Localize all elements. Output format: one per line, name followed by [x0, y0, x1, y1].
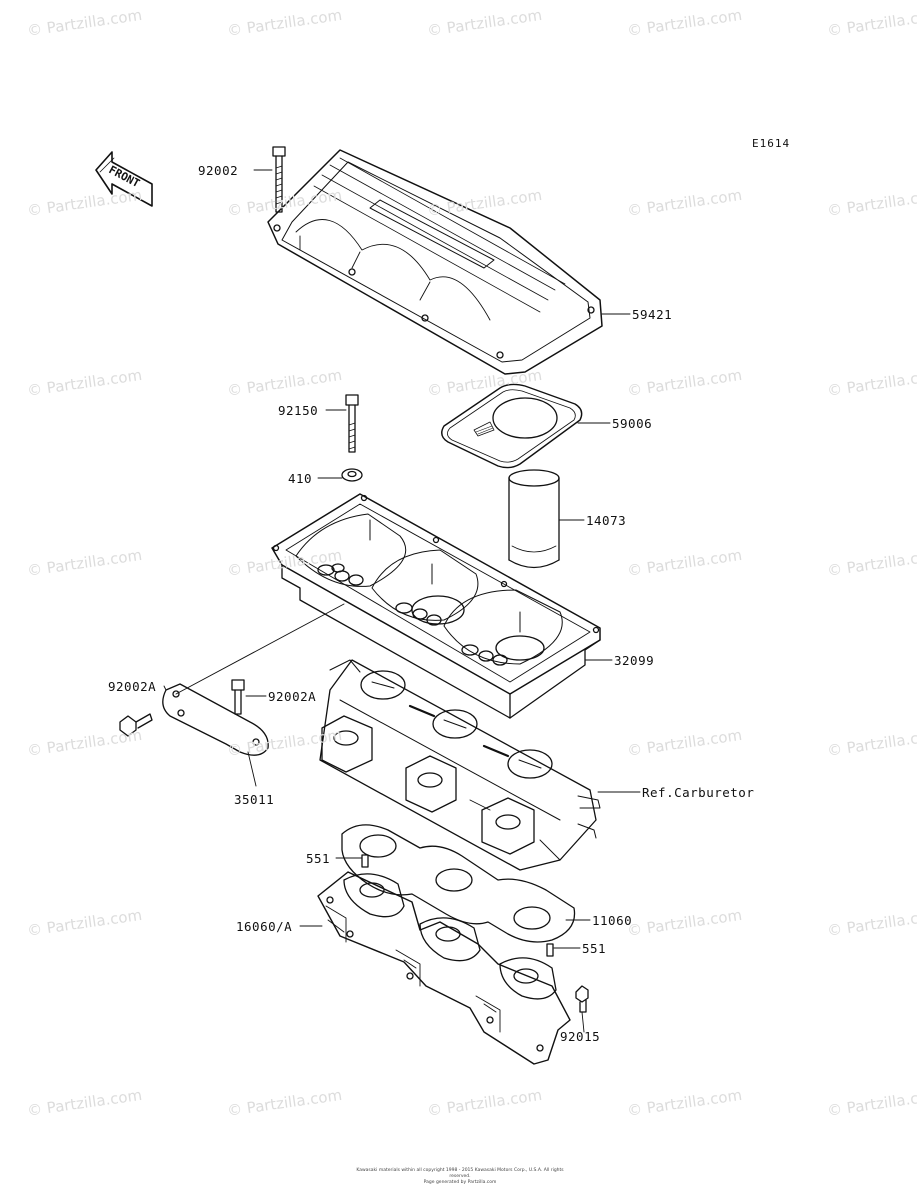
bracket-35011 — [162, 683, 269, 756]
label-551-right: 551 — [582, 941, 607, 956]
carburetor-assembly — [319, 659, 601, 871]
nut-92015 — [575, 985, 589, 1013]
gasket-59006 — [441, 383, 583, 469]
bolt-92002a-left — [119, 713, 153, 737]
bolt-92002a-right — [231, 679, 245, 715]
footer-line-2: Page generated by Partzilla.com — [423, 1180, 497, 1185]
label-59006: 59006 — [612, 416, 653, 431]
gasket-11060 — [341, 824, 576, 943]
label-ref-carburetor: Ref.Carburetor — [642, 785, 755, 800]
footer-line-1: Kawasaki materials within all copyright … — [356, 1168, 564, 1179]
label-92002a-left: 92002A — [108, 679, 157, 694]
pin-551-right — [546, 943, 554, 957]
front-arrow-icon — [95, 151, 153, 207]
leader-lines — [163, 169, 641, 1033]
label-32099: 32099 — [614, 653, 655, 668]
air-box-cover — [267, 149, 603, 375]
label-92002a-right: 92002A — [268, 689, 317, 704]
pin-551-left — [361, 854, 369, 868]
filter-14073 — [508, 469, 560, 569]
washer-410 — [341, 468, 363, 482]
bolt-92002-top — [272, 146, 286, 213]
intake-manifold — [317, 871, 571, 1065]
label-14073: 14073 — [586, 513, 627, 528]
label-551-left: 551 — [306, 851, 331, 866]
diagram-code: E1614 — [752, 137, 791, 150]
air-box-base-32099 — [271, 493, 601, 719]
label-92150: 92150 — [278, 403, 319, 418]
label-11060: 11060 — [592, 913, 633, 928]
label-92015: 92015 — [560, 1029, 601, 1044]
label-410: 410 — [288, 471, 313, 486]
copyright-footer: Kawasaki materials within all copyright … — [350, 1168, 570, 1186]
bolt-92150 — [345, 394, 359, 453]
label-16060a: 16060/A — [236, 919, 293, 934]
label-59421: 59421 — [632, 307, 673, 322]
label-35011: 35011 — [234, 792, 275, 807]
label-92002: 92002 — [198, 163, 239, 178]
leader-bracket — [175, 603, 345, 695]
